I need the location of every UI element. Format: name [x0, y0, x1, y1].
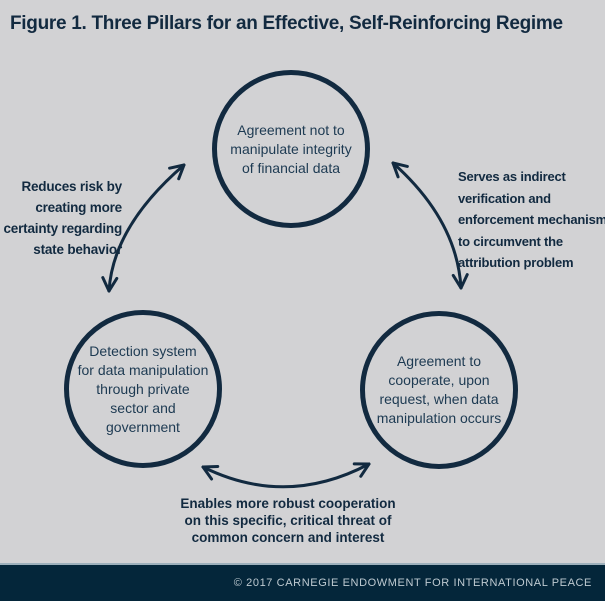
node-detection-system: Detection system for data manipulation t… — [64, 310, 222, 468]
arrow-right-bidirectional — [391, 161, 469, 290]
footer-bar: © 2017 CARNEGIE ENDOWMENT FOR INTERNATIO… — [0, 563, 605, 601]
node-label: Agreement to cooperate, upon request, wh… — [376, 353, 502, 426]
node-label: Detection system for data manipulation t… — [77, 342, 209, 435]
edge-label-reduces-risk: Reduces risk by creating more certainty … — [3, 179, 123, 257]
arrow-bottom-bidirectional — [201, 462, 371, 489]
node-label: Agreement not to manipulate integrity of… — [230, 121, 352, 176]
copyright-text: © 2017 CARNEGIE ENDOWMENT FOR INTERNATIO… — [233, 577, 592, 589]
arrow-left-bidirectional — [101, 163, 186, 293]
edge-label-serves-as-indirect: Serves as indirect verification and enfo… — [458, 169, 605, 270]
node-agreement-to-cooperate: Agreement to cooperate, upon request, wh… — [360, 311, 518, 469]
node-agreement-not-to-manipulate: Agreement not to manipulate integrity of… — [212, 70, 370, 228]
figure-title: Figure 1. Three Pillars for an Effective… — [10, 13, 563, 34]
edge-label-enables-cooperation: Enables more robust cooperation on this … — [180, 496, 396, 545]
